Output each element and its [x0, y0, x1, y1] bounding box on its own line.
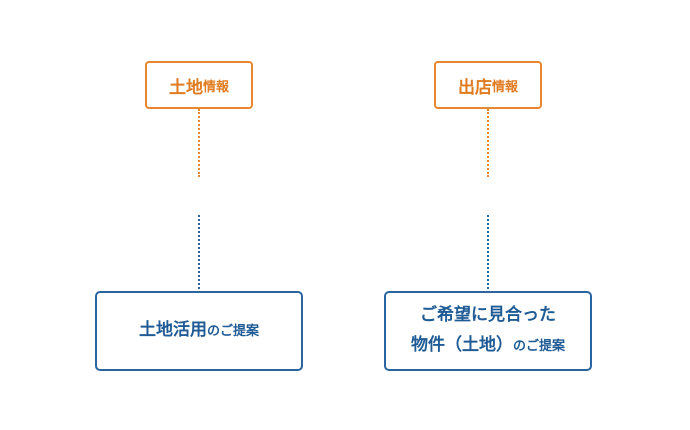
land-use-proposal-box: 土地活用のご提案 [95, 291, 303, 371]
right-blue-dotted-connector [487, 215, 489, 289]
property-proposal-box: ご希望に見合った 物件（土地）のご提案 [384, 291, 592, 371]
left-blue-dotted-connector [198, 215, 200, 289]
left-orange-dotted-connector [198, 109, 200, 177]
land-info-main: 土地 [168, 77, 203, 98]
property-line2: 物件（土地）のご提案 [411, 330, 565, 362]
property-line2-sub: のご提案 [512, 339, 565, 354]
right-orange-dotted-connector [487, 109, 489, 177]
land-use-main: 土地活用 [138, 320, 207, 340]
property-line1: ご希望に見合った [420, 305, 556, 325]
land-info-sub: 情報 [202, 79, 229, 95]
property-line2-main: 物件（土地） [410, 335, 513, 355]
store-info-sub: 情報 [491, 79, 518, 95]
land-info-box: 土地情報 [145, 61, 253, 109]
land-use-sub: のご提案 [206, 324, 259, 339]
land-use-proposal-text: 土地活用のご提案 [139, 315, 259, 347]
store-info-box: 出店情報 [434, 61, 542, 109]
store-info-main: 出店 [457, 77, 492, 98]
